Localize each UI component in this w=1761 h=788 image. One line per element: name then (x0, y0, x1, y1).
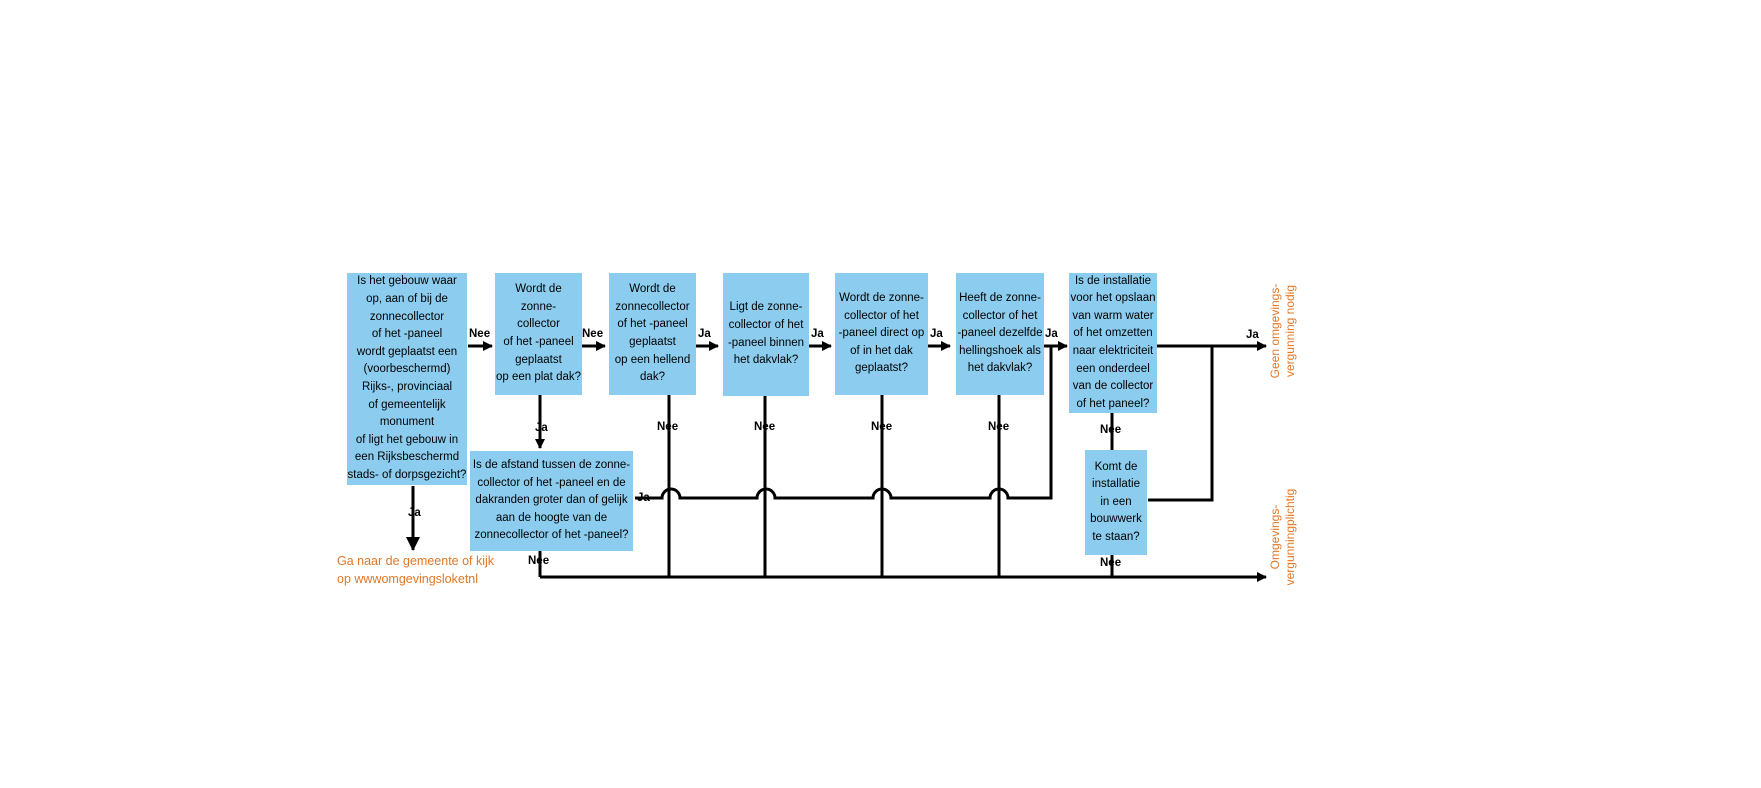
label-q7-nee: Nee (1100, 424, 1122, 436)
label-q2-nee: Nee (582, 328, 604, 340)
label-q6-ja: Ja (1045, 328, 1058, 340)
outcome-gemeente: Ga naar de gemeente of kijk op wwwomgevi… (337, 554, 495, 586)
question-binnen-dakvlak: Ligt de zonne- collector of het -paneel … (723, 273, 809, 396)
question-plat-dak: Wordt de zonne- collector of het -paneel… (495, 273, 582, 395)
label-q6-nee: Nee (988, 421, 1010, 433)
label-q3-nee: Nee (657, 421, 679, 433)
label-q9-nee: Nee (1100, 557, 1122, 569)
outcome-vergunningplichtig: Omgevings- vergunningplichtig (1268, 488, 1297, 586)
outcome-geen-vergunning: Geen omgevings- vergunning nodig (1268, 283, 1297, 379)
label-q8-ja: Ja (637, 492, 650, 504)
label-q5-nee: Nee (871, 421, 893, 433)
label-q8-nee: Nee (528, 555, 550, 567)
label-q4-ja: Ja (811, 328, 824, 340)
line-q9-ja (1148, 346, 1214, 502)
question-bouwwerk: Komt de installatie in een bouwwerk te s… (1085, 450, 1147, 555)
label-q5-ja: Ja (930, 328, 943, 340)
question-monument: Is het gebouw waar op, aan of bij de zon… (347, 273, 467, 485)
label-q1-ja: Ja (408, 507, 421, 519)
label-q3-ja: Ja (698, 328, 711, 340)
question-direct-op-dak: Wordt de zonne- collector of het -paneel… (835, 273, 928, 395)
question-afstand-dakranden: Is de afstand tussen de zonne- collector… (470, 451, 633, 551)
label-q7-ja: Ja (1246, 329, 1259, 341)
label-q1-nee: Nee (469, 328, 491, 340)
question-hellend-dak: Wordt de zonnecollector of het -paneel g… (609, 273, 696, 395)
label-q4-nee: Nee (754, 421, 776, 433)
question-hellingshoek: Heeft de zonne- collector of het -paneel… (956, 273, 1044, 395)
question-installatie-onderdeel: Is de installatie voor het opslaan van w… (1069, 273, 1157, 413)
line-q8-ja (635, 346, 1053, 500)
label-q2-ja: Ja (535, 422, 548, 434)
